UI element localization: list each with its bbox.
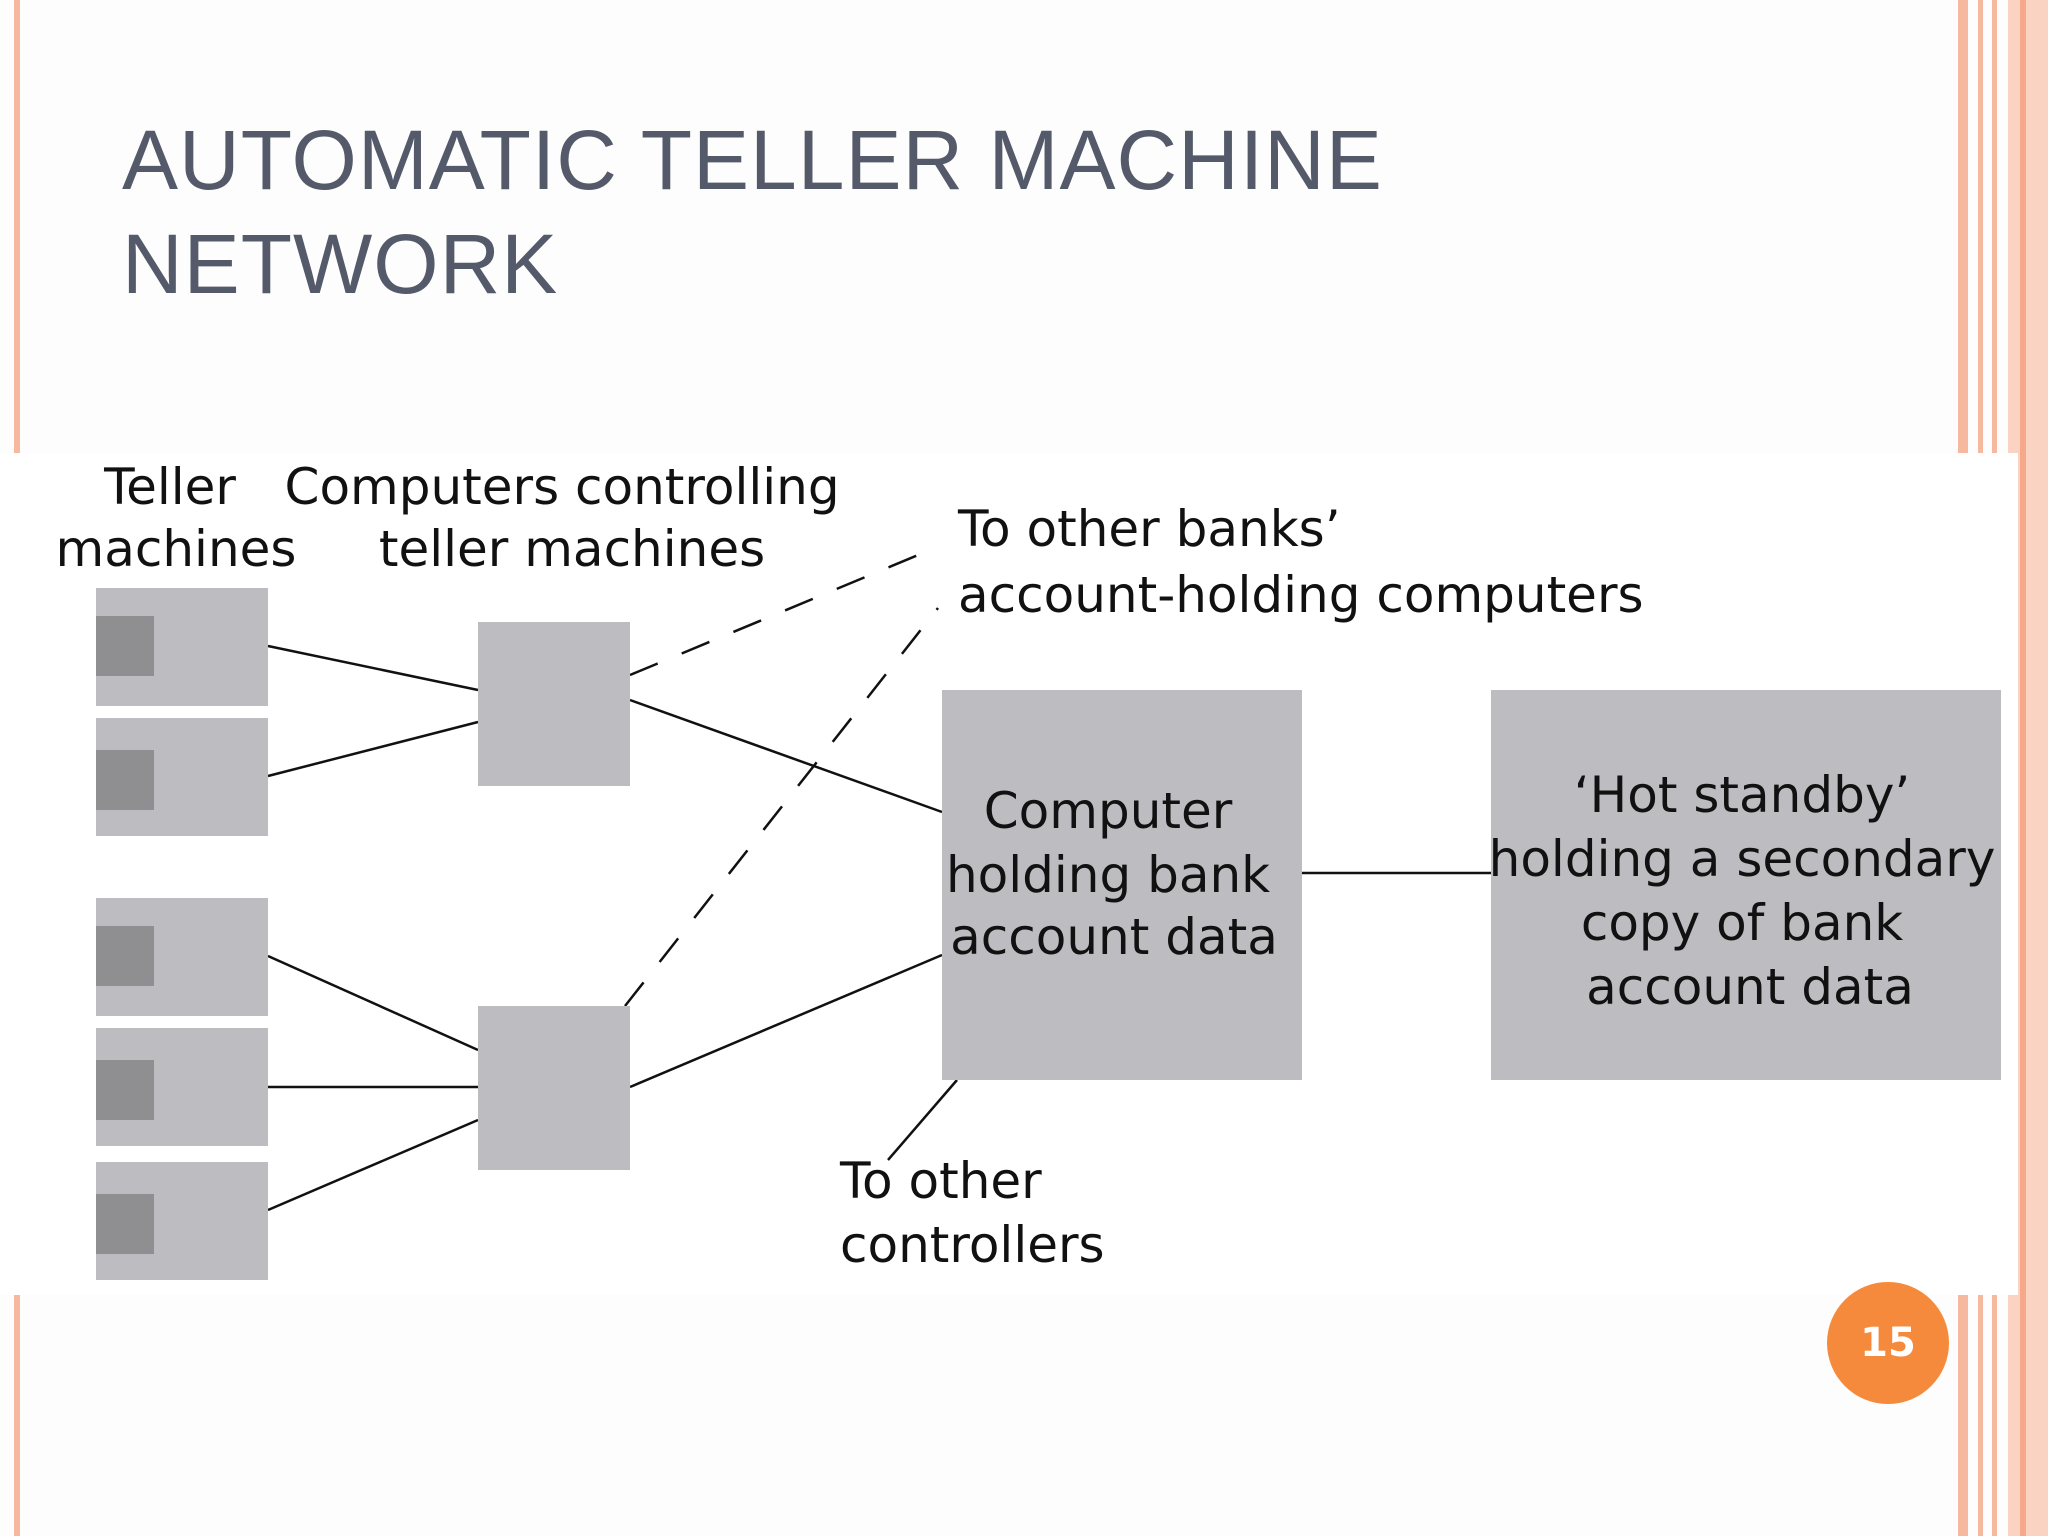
link-atm1-controller1 xyxy=(267,644,479,692)
link-atm3-controller2 xyxy=(267,954,479,1052)
label-other-controllers: To other controllers xyxy=(839,1152,1105,1274)
teller-machine-atm-2 xyxy=(96,718,268,836)
atm-screen-icon xyxy=(96,750,154,810)
slide-title-line-1: AUTOMATIC TELLER MACHINE xyxy=(122,113,1383,207)
controller-1 xyxy=(478,622,630,786)
label-main-computer: Computer holding bank account data xyxy=(946,782,1286,966)
main-computer xyxy=(942,690,1302,1080)
atm-screen-icon xyxy=(96,1194,154,1254)
label-hot-standby: ‘Hot standby’ holding a secondary copy o… xyxy=(1489,766,2012,1016)
teller-machine-atm-1 xyxy=(96,588,268,706)
label-other-banks: To other banks’ account-holding computer… xyxy=(957,500,1644,624)
teller-machine-atm-4 xyxy=(96,1028,268,1146)
atm-screen-icon xyxy=(96,1060,154,1120)
atm-screen-icon xyxy=(96,926,154,986)
accent-stripe-edge-line xyxy=(2020,0,2026,1536)
dashed-link-controller2-other-banks xyxy=(624,607,939,1007)
label-teller-machines: Teller machines xyxy=(56,458,297,578)
teller-machine-atm-3 xyxy=(96,898,268,1016)
slide-title: AUTOMATIC TELLER MACHINE NETWORK xyxy=(122,108,1722,316)
page-number-badge: 15 xyxy=(1827,1282,1949,1404)
controller-2 xyxy=(478,1006,630,1170)
link-main-other-controllers xyxy=(887,1079,958,1161)
label-controllers: Computers controlling teller machines xyxy=(285,458,856,578)
atm-screen-icon xyxy=(96,616,154,676)
teller-machine-atm-5 xyxy=(96,1162,268,1280)
hot-standby-computer xyxy=(1491,690,2001,1080)
link-atm5-controller2 xyxy=(267,1118,479,1212)
link-controller2-main xyxy=(629,953,943,1089)
link-controller1-main xyxy=(629,698,943,814)
slide-title-line-2: NETWORK xyxy=(122,217,559,311)
link-atm2-controller1 xyxy=(267,720,479,778)
